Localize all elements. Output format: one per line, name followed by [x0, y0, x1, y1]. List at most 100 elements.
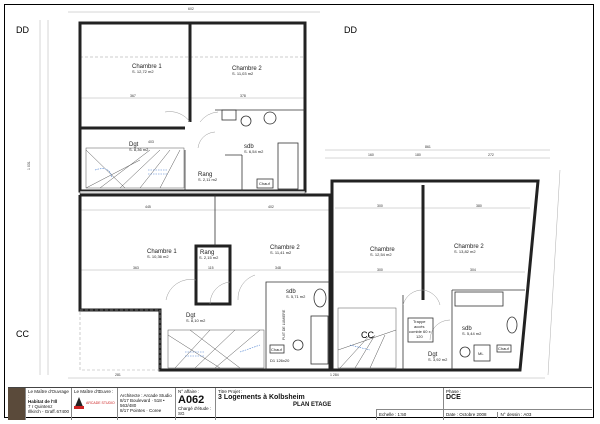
arch-addr1: 8/17 Boulevard · 518 • 563/480 [120, 398, 165, 408]
chauf-a-label: Chauf [259, 181, 271, 186]
unit-a-walls [78, 21, 307, 196]
room-b-sdb: sdb [286, 289, 296, 295]
dim-b-ch2-w: 348 [275, 266, 281, 270]
affaire-cell: N° affaire : A062 Chargé d'étude : SG [176, 388, 216, 420]
room-c-chambre2: Chambre 2 [454, 244, 484, 250]
arcade-logo-icon [74, 397, 84, 409]
dim-right-b: 180 [415, 153, 421, 157]
room-c-dgt-area: S. 3,92 m2 [428, 357, 448, 362]
architect-info: Architecte : Arcade Studio 8/17 Boulevar… [118, 388, 176, 420]
unit-b-walls [78, 193, 332, 372]
dim-c-ch2-b: 304 [470, 268, 476, 272]
affaire-number: A062 [178, 394, 205, 406]
owner-label: Le Maître d'Ouvrage : [28, 389, 69, 399]
room-b-dgt-area: S. 8,10 m2 [186, 318, 206, 323]
room-b-rang-area: S. 2,15 m2 [199, 255, 219, 260]
projet-label: Titre Projet : [218, 389, 243, 394]
hatch-line-1: Trappe [413, 319, 426, 324]
dim-bottom-left: 281 [115, 373, 121, 377]
dessin-number: N° dessin : A03 [496, 412, 531, 418]
echelle: Echelle : 1:50 [376, 409, 443, 420]
arch-label: Architecte : Arcade Studio [120, 393, 172, 398]
dimension-lines [39, 11, 561, 379]
section-dd-right: DD [344, 25, 357, 35]
owner-logo [8, 388, 26, 420]
hatch-line-3: comble 60 x [409, 329, 431, 334]
dim-a-ch1: 367 [130, 94, 136, 98]
dim-c-ch: 300 [377, 204, 383, 208]
unit-c-walls: ML [330, 179, 540, 372]
title-block: Le Maître d'Ouvrage : Habitat de l'Ill 7… [8, 387, 592, 420]
moe-label: Le Maître d'Œuvre : [74, 389, 114, 394]
dim-b-ch1-w: 363 [133, 266, 139, 270]
hatch-line-2: accès [414, 324, 424, 329]
phase-cell: Phase : DCE Date : Octobre 2008 N° dessi… [444, 388, 592, 420]
room-c-chambre2-area: S. 13,82 m2 [454, 249, 476, 254]
dim-top-total: 602 [188, 7, 194, 11]
dim-left-total: 1 031 [27, 161, 31, 170]
room-c-sdb-area: S. 5,44 m2 [462, 331, 482, 336]
room-a-dgt-area: S. 8,36 m2 [129, 147, 149, 152]
projet-title: 3 Logements à Kolbsheim [218, 394, 305, 401]
room-a-sdb-area: S. 6,54 m2 [244, 149, 264, 154]
room-a-rang-area: S. 2,11 m2 [198, 177, 218, 182]
room-a-sdb: sdb [244, 144, 254, 150]
dim-b-ch1: 445 [145, 205, 151, 209]
affaire-label: N° affaire : [178, 389, 200, 394]
drawing-frame [4, 4, 594, 418]
moe-logo-text: ARCADE STUDIO [86, 401, 115, 405]
phase-label: Phase : [446, 389, 462, 394]
dim-b-ch2: 402 [268, 205, 274, 209]
duct-label: PUIT DE LUMIERE [282, 309, 286, 340]
room-a-dgt: Dgt [129, 142, 139, 148]
owner-zip: 67400 [56, 409, 69, 414]
room-b-chambre2-area: S. 11,41 m2 [270, 250, 292, 255]
plan-title: PLAN ETAGE [293, 402, 332, 408]
dim-right-c: 272 [488, 153, 494, 157]
room-c-chambre: Chambre [370, 247, 395, 253]
chauf-c-label: Chauf [498, 346, 510, 351]
chauf-a [256, 178, 274, 189]
room-b-rang: Rang [200, 250, 214, 256]
room-c-sdb: sdb [462, 326, 472, 332]
section-dd-left: DD [16, 25, 29, 35]
ml-label: ML [478, 351, 484, 356]
attic-hatch [407, 317, 434, 343]
room-a-rang: Rang [198, 172, 212, 178]
project-cell: Titre Projet : 3 Logements à Kolbsheim P… [216, 388, 444, 420]
owner-addr: 7 r Quintenz [28, 404, 53, 409]
date: Date : Octobre 2008 [446, 412, 487, 417]
room-a-chambre1-area: S. 12,72 m2 [132, 69, 154, 74]
dim-a-dgt: 403 [148, 140, 154, 144]
dim-a-ch2: 378 [240, 94, 246, 98]
dim-b-rang: 115 [208, 266, 214, 270]
charge-value: SG [178, 411, 185, 416]
dim-right-total: 861 [425, 145, 431, 149]
dim-c-ch2: 380 [476, 204, 482, 208]
vmc-b-label: D1 126x20 [270, 358, 290, 363]
room-b-chambre1-area: S. 10,36 m2 [147, 254, 169, 259]
arch-addr2: 8/17 Pointes · Coree [120, 408, 162, 413]
dim-bottom-total: 1 284 [330, 373, 339, 377]
owner-city: Illkirch - Graff. [28, 409, 56, 414]
dim-right-a: 160 [368, 153, 374, 157]
dim-c-ch-b: 300 [377, 268, 383, 272]
room-a-chambre2-area: S. 11,03 m2 [232, 71, 254, 76]
room-b-chambre1: Chambre 1 [147, 249, 177, 255]
room-b-dgt: Dgt [186, 313, 196, 319]
room-b-sdb-area: S. 5,71 m2 [286, 294, 306, 299]
chauf-b-label: Chauf [271, 347, 283, 352]
section-cc-left: CC [16, 329, 29, 339]
section-cc-mid: CC [361, 330, 374, 340]
owner-name: Habitat de l'Ill [28, 399, 58, 404]
room-a-chambre1: Chambre 1 [132, 64, 162, 70]
chauf-b [269, 344, 285, 354]
phase-value: DCE [446, 394, 461, 401]
moe-info: Le Maître d'Œuvre : ARCADE STUDIO [72, 388, 118, 420]
charge-label: Chargé d'étude : [178, 406, 212, 411]
room-c-dgt: Dgt [428, 352, 438, 358]
room-b-chambre2: Chambre 2 [270, 245, 300, 251]
room-a-chambre2: Chambre 2 [232, 66, 262, 72]
owner-info: Le Maître d'Ouvrage : Habitat de l'Ill 7… [26, 388, 72, 420]
